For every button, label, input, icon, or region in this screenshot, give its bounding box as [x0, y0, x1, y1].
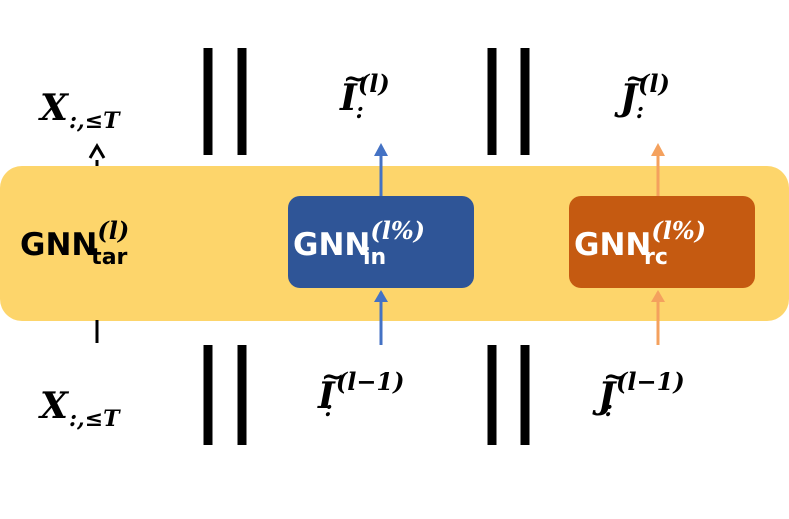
arrow-tar	[88, 143, 106, 343]
gnn-rc-sub: rc	[643, 245, 668, 270]
bottom-x-base: X	[40, 385, 68, 427]
gnn-tar-base: GNN	[20, 227, 98, 263]
bottom-i-base: I	[318, 375, 335, 417]
gnn-rc-label: GNN(l%)rc	[574, 219, 706, 269]
bottom-i-sub: :	[324, 396, 333, 422]
bottom-i-label: I(l−1):	[318, 370, 404, 421]
bottom-x-label: X:,≤T	[40, 385, 120, 430]
bottom-j-label: J(l−1):	[598, 370, 685, 421]
bottom-i-tilde: ~	[321, 360, 345, 393]
gnn-rc-sup: (l%)	[651, 216, 706, 245]
top-i-sup: (l)	[357, 69, 390, 98]
arrow-in-input	[374, 290, 388, 345]
gnn-in-sup: (l%)	[370, 216, 425, 245]
top-x-sub: :,≤T	[68, 108, 120, 134]
top-j-tilde: ~	[625, 62, 649, 95]
bottom-j-sup: (l−1)	[616, 367, 685, 396]
arrow-rc-input	[651, 290, 665, 345]
arrow-in-output	[374, 143, 388, 196]
gnn-rc-base: GNN	[574, 227, 652, 263]
gnn-in-label: GNN(l%)in	[293, 219, 425, 269]
arrow-rc-output	[651, 143, 665, 196]
bottom-j-tilde: ~	[603, 360, 627, 393]
top-i-sub: :	[355, 98, 364, 124]
separator-right-bottom	[487, 345, 530, 445]
bottom-j-sub: :	[604, 396, 613, 422]
top-j-sup: (l)	[638, 69, 670, 98]
gnn-tar-sup: (l)	[97, 216, 130, 245]
gnn-in-box	[288, 196, 474, 288]
gnn-in-base: GNN	[293, 227, 371, 263]
bottom-j-base: J	[598, 375, 616, 417]
gnn-in-sub: in	[362, 245, 387, 270]
gnn-tar-label: GNN(l)tar	[20, 219, 129, 269]
separator-left-top	[203, 48, 247, 155]
top-j-base: J	[620, 77, 638, 119]
top-x-label: X:,≤T	[40, 87, 120, 132]
gnn-rc-box	[569, 196, 755, 288]
top-j-label: J(l):	[620, 72, 670, 123]
gnn-tar-sub: tar	[91, 245, 128, 270]
top-j-sub: :	[635, 98, 644, 124]
bottom-i-sup: (l−1)	[335, 367, 405, 396]
top-x-base: X	[40, 87, 68, 129]
separator-left-bottom	[203, 345, 247, 445]
top-i-label: I(l):	[340, 72, 390, 123]
separator-right-top	[487, 48, 530, 155]
bottom-x-sub: :,≤T	[68, 406, 120, 432]
top-i-tilde: ~	[343, 62, 367, 95]
top-i-base: I	[340, 77, 357, 119]
